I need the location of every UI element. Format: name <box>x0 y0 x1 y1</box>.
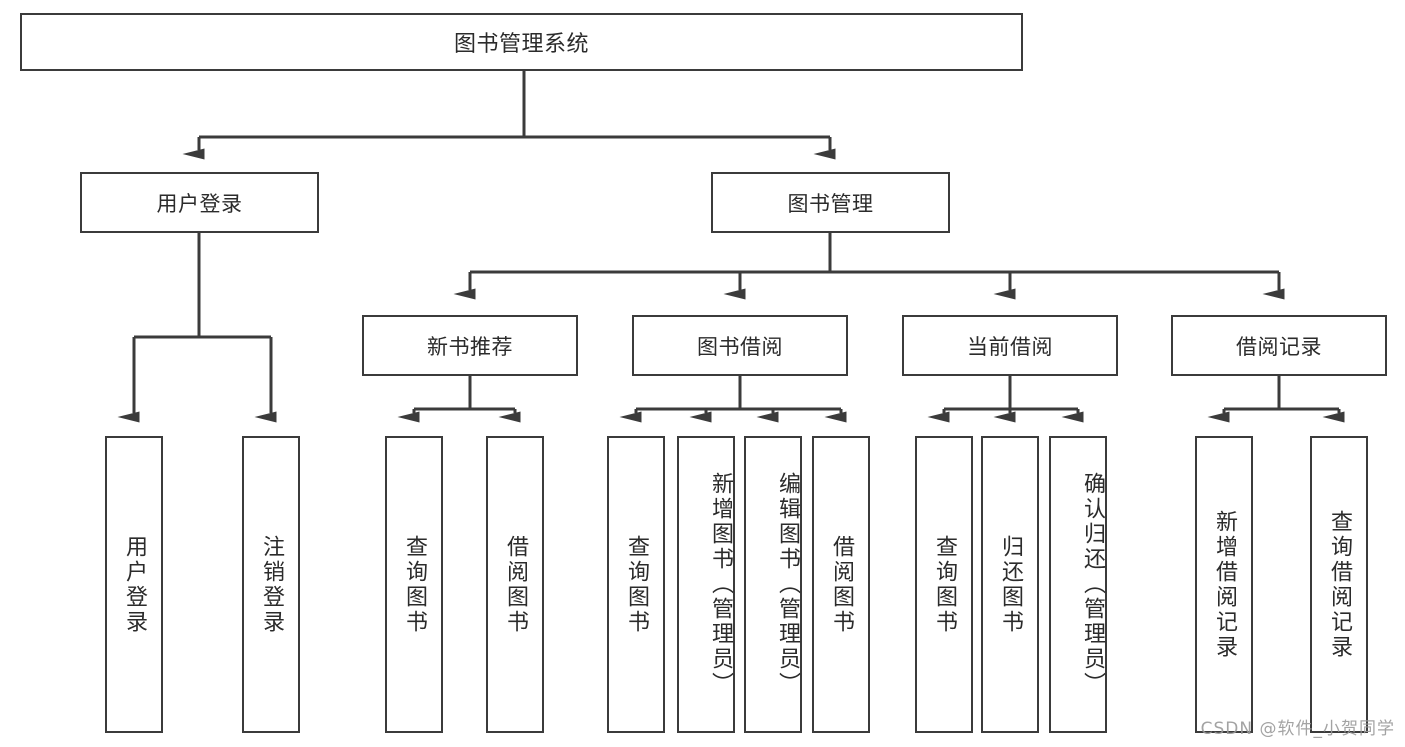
node-book-management[interactable]: 图书管理 <box>711 172 950 233</box>
leaf-label: 新增图书（管理员） <box>708 472 733 697</box>
node-root-book-management-system[interactable]: 图书管理系统 <box>20 13 1023 71</box>
leaf-new-book-query-book[interactable]: 查询图书 <box>385 436 443 733</box>
leaf-label: 借阅图书 <box>828 534 854 635</box>
leaf-current-borrow-return-book[interactable]: 归还图书 <box>981 436 1039 733</box>
leaf-borrow-record-query-record[interactable]: 查询借阅记录 <box>1310 436 1368 733</box>
leaf-label: 查询图书 <box>623 534 649 635</box>
leaf-book-borrow-query-book[interactable]: 查询图书 <box>607 436 665 733</box>
leaf-borrow-record-add-record[interactable]: 新增借阅记录 <box>1195 436 1253 733</box>
leaf-label: 查询借阅记录 <box>1326 509 1352 660</box>
leaf-label: 注销登录 <box>258 534 284 635</box>
leaf-current-borrow-query-book[interactable]: 查询图书 <box>915 436 973 733</box>
leaf-label: 借阅图书 <box>502 534 528 635</box>
leaf-user-login-login[interactable]: 用户登录 <box>105 436 163 733</box>
leaf-label: 归还图书 <box>997 534 1023 635</box>
leaf-label: 用户登录 <box>121 534 147 635</box>
node-current-borrow[interactable]: 当前借阅 <box>902 315 1118 376</box>
leaf-user-login-logout[interactable]: 注销登录 <box>242 436 300 733</box>
leaf-book-borrow-borrow-book[interactable]: 借阅图书 <box>812 436 870 733</box>
node-borrow-record[interactable]: 借阅记录 <box>1171 315 1387 376</box>
leaf-book-borrow-edit-book-admin[interactable]: 编辑图书（管理员） <box>744 436 802 733</box>
node-book-borrow[interactable]: 图书借阅 <box>632 315 848 376</box>
leaf-current-borrow-confirm-return-admin[interactable]: 确认归还（管理员） <box>1049 436 1107 733</box>
leaf-label: 编辑图书（管理员） <box>775 472 800 697</box>
leaf-label: 新增借阅记录 <box>1211 509 1237 660</box>
leaf-label: 确认归还（管理员） <box>1080 472 1105 697</box>
leaf-label: 查询图书 <box>401 534 427 635</box>
leaf-book-borrow-add-book-admin[interactable]: 新增图书（管理员） <box>677 436 735 733</box>
node-new-book-recommend[interactable]: 新书推荐 <box>362 315 578 376</box>
node-user-login[interactable]: 用户登录 <box>80 172 319 233</box>
leaf-new-book-borrow-book[interactable]: 借阅图书 <box>486 436 544 733</box>
leaf-label: 查询图书 <box>931 534 957 635</box>
